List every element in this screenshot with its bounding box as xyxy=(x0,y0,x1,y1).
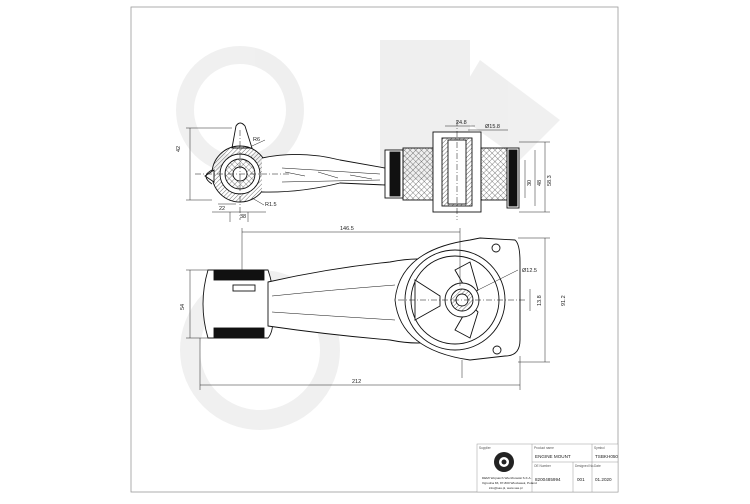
dim-38: 38 xyxy=(240,214,246,220)
dim-24-8: 24.8 xyxy=(456,120,467,126)
company-line-1: DEMI Wojnarch Wierzbowski S.K.A. xyxy=(482,476,532,480)
dim-58-3: 58.3 xyxy=(547,175,553,186)
dim-54: 54 xyxy=(180,304,186,310)
dim-30: 30 xyxy=(527,180,533,186)
dim-13-8: 13.8 xyxy=(537,295,543,306)
watermark xyxy=(176,40,560,430)
product-name-label: Product name xyxy=(534,446,554,450)
company-line-3: info@sas.pl, www.sas.pl xyxy=(489,486,523,490)
dim-42: 42 xyxy=(176,146,182,152)
company-line-2: Ogrodna 83, 87-800 Wloclawek, Poland xyxy=(482,481,537,485)
drawing-frame xyxy=(130,6,619,493)
oe-number-label: OE Number xyxy=(534,464,552,468)
oe-number-value: 8200485994 xyxy=(535,477,561,482)
designed-value: 001 xyxy=(577,477,585,482)
date-value: 01.2020 xyxy=(595,477,612,482)
top-view xyxy=(195,120,520,220)
bolt-hole-top xyxy=(491,243,501,253)
bottom-view xyxy=(202,237,525,361)
designed-label: Designed No. xyxy=(575,464,594,468)
dim-dia-12-5: Ø12.5 xyxy=(522,268,537,274)
bolt-hole-bottom xyxy=(492,345,502,355)
bottom-dimension-lines xyxy=(186,228,550,390)
dim-146-5: 146.5 xyxy=(340,226,354,232)
company-logo xyxy=(494,452,514,472)
symbol-value: TSBKH050 xyxy=(595,454,618,459)
dim-48: 48 xyxy=(537,180,543,186)
dim-dia-15-8: Ø15.8 xyxy=(485,124,500,130)
dim-22: 22 xyxy=(219,206,225,212)
dim-r6: R6 xyxy=(253,137,260,143)
date-label: Date xyxy=(594,464,601,468)
product-name-value: ENGINE MOUNT xyxy=(535,454,571,459)
left-eye-ear xyxy=(231,122,253,149)
symbol-label: Symbol xyxy=(594,446,605,450)
top-dimension-lines xyxy=(186,125,550,222)
dim-r15: R1.5 xyxy=(265,202,277,208)
supplier-label: Supplier xyxy=(479,446,492,450)
dim-212: 212 xyxy=(352,379,361,385)
dim-91-2: 91.2 xyxy=(561,295,567,306)
